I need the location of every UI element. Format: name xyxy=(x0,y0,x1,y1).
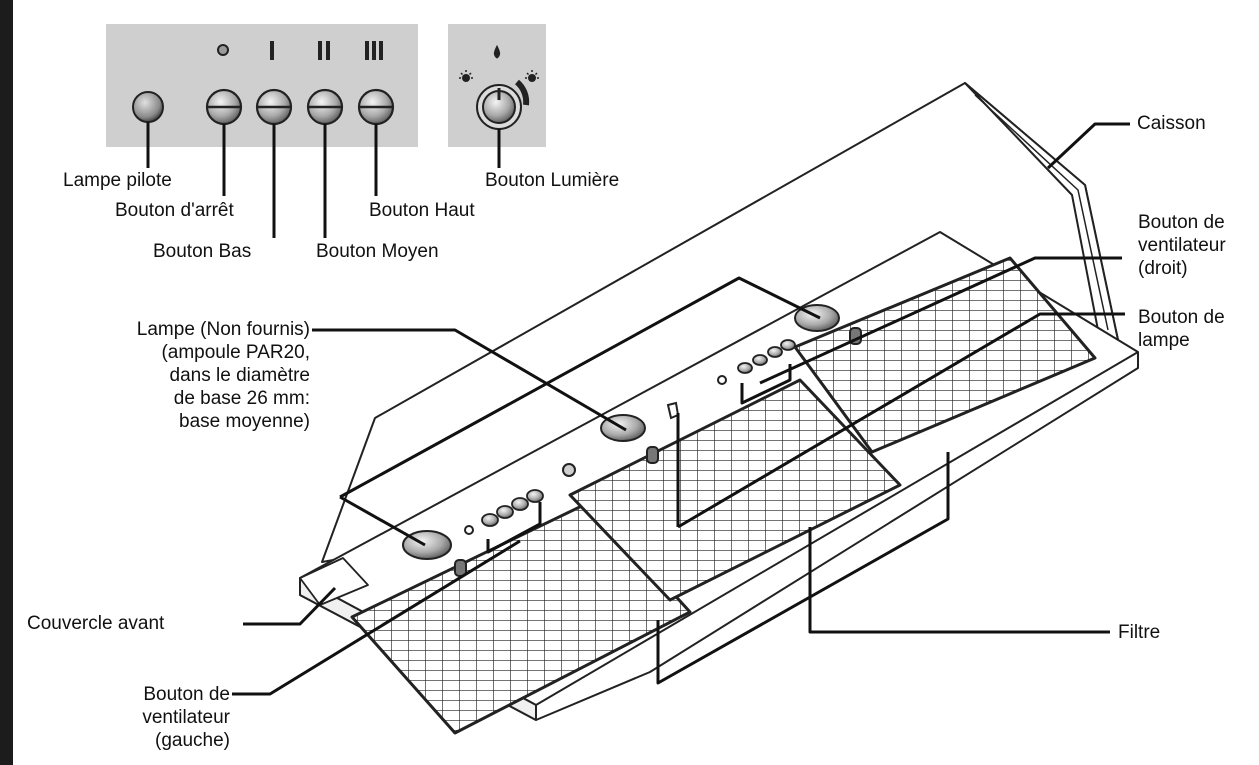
label-filtre: Filtre xyxy=(1118,622,1161,643)
label-bouton-moyen: Bouton Moyen xyxy=(316,241,439,262)
light-high-icon xyxy=(525,70,539,82)
off-button xyxy=(205,88,243,126)
label-lampe-pilote: Lampe pilote xyxy=(63,170,172,191)
light-dial xyxy=(459,44,539,130)
filters xyxy=(350,256,1097,735)
off-symbol-icon xyxy=(217,44,229,56)
label-couvercle-avant: Couvercle avant xyxy=(27,613,165,634)
label-bouton-ventilateur-droit: Bouton de ventilateur (droit) xyxy=(1138,212,1226,279)
speed-1-icon xyxy=(270,41,274,60)
light-knob-center-icon xyxy=(646,446,659,464)
label-bouton-bas: Bouton Bas xyxy=(153,241,252,262)
label-bouton-lumiere: Bouton Lumière xyxy=(485,170,620,191)
label-caisson: Caisson xyxy=(1137,113,1206,134)
label-bouton-lampe: Bouton de lampe xyxy=(1138,307,1225,351)
low-button xyxy=(255,88,293,126)
label-lampe: Lampe (Non fournis) (ampoule PAR20, dans… xyxy=(136,319,310,432)
leader-lines xyxy=(146,122,1130,696)
speed-2-icon xyxy=(318,41,322,60)
panel-buttons xyxy=(132,88,395,126)
label-bouton-arret: Bouton d'arrêt xyxy=(115,200,234,221)
hood-fan-buttons xyxy=(481,339,796,527)
speed-symbols xyxy=(217,41,383,60)
label-bouton-ventilateur-gauche: Bouton de ventilateur (gauche) xyxy=(142,684,230,751)
medium-button xyxy=(306,88,344,126)
pilot-lamp-icon xyxy=(132,91,164,123)
light-drop-icon xyxy=(493,44,501,59)
high-button xyxy=(357,88,395,126)
speed-3-icon xyxy=(365,41,369,60)
light-low-icon xyxy=(459,70,473,82)
left-edge-bar xyxy=(0,0,13,765)
label-bouton-haut: Bouton Haut xyxy=(369,200,475,221)
